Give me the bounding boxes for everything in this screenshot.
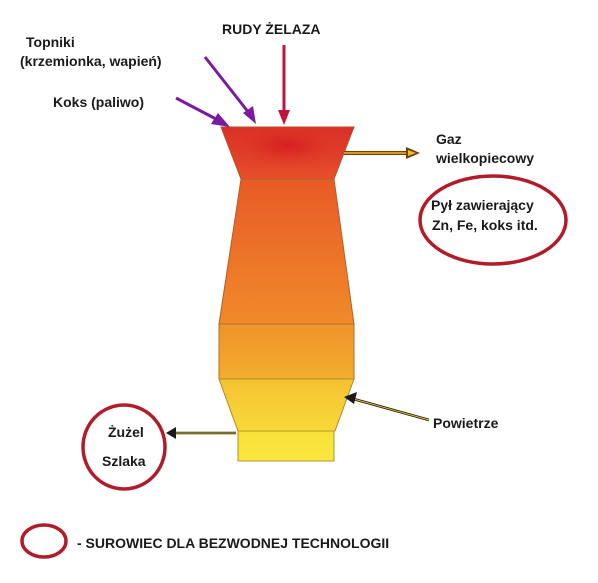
input-arrows: [175, 45, 290, 127]
legend-circle-icon: [20, 523, 68, 559]
highlight-circles: [20, 174, 568, 559]
dust-highlight-circle: [418, 174, 568, 266]
arrow-gas: [344, 147, 420, 159]
slag-label-line2: Szlaka: [102, 453, 146, 469]
iron-ore-label: RUDY ŻELAZA: [222, 21, 321, 37]
flux-label-line2: (krzemionka, wapień): [20, 53, 162, 69]
arrow-flux: [203, 56, 256, 124]
arrow-coke: [175, 96, 230, 127]
flux-label-line1: Topniki: [26, 34, 75, 50]
legend-text: - SUROWIEC DLA BEZWODNEJ TECHNOLOGII: [77, 535, 390, 551]
arrow-slag: [166, 427, 236, 439]
arrow-iron-ore: [278, 45, 290, 125]
dust-label-line1: Pył zawierający: [431, 197, 534, 213]
gas-label-line2: wielkopiecowy: [436, 150, 535, 166]
furnace-throat-glow: [221, 127, 354, 179]
dust-label-line2: Zn, Fe, koks itd.: [432, 217, 538, 233]
air-label: Powietrze: [433, 415, 499, 431]
furnace-bosh: [218, 378, 355, 432]
slag-label-line1: Żużel: [108, 424, 144, 440]
furnace-belly: [218, 323, 355, 380]
slag-highlight-circle: [81, 403, 167, 491]
furnace: [218, 126, 355, 462]
arrow-air: [344, 392, 430, 422]
coke-label: Koks (paliwo): [53, 94, 145, 110]
output-arrows: [166, 147, 430, 439]
gas-label-line1: Gaz: [436, 131, 462, 147]
furnace-hearth: [237, 430, 335, 462]
furnace-shaft: [218, 178, 355, 325]
